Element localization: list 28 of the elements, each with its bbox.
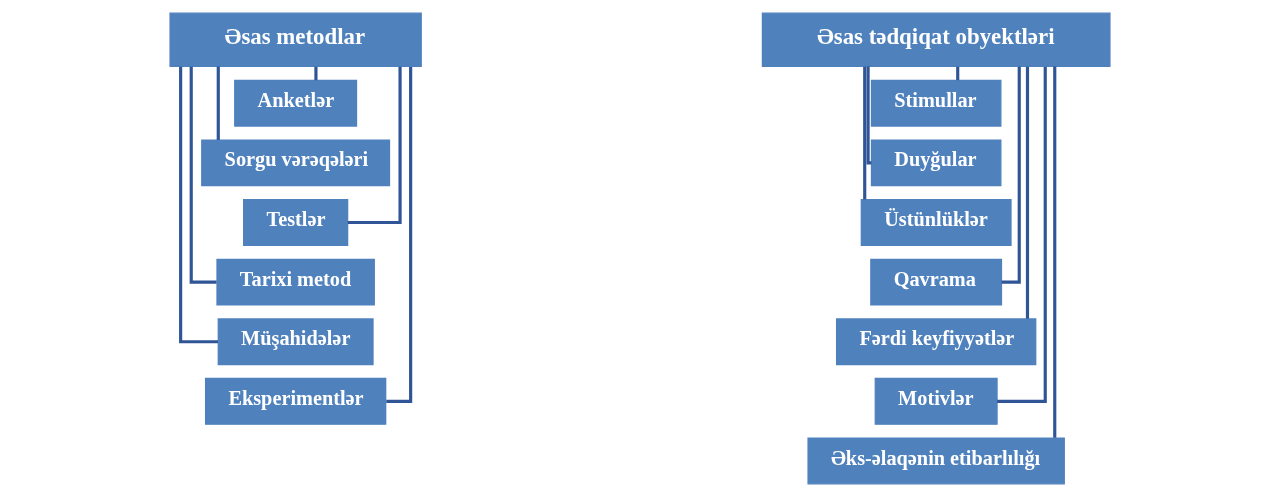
connector [1053,66,1057,438]
connector [386,67,413,403]
node-box: Üstünlüklər [860,199,1012,246]
node-box: Tarixi metod [216,258,375,306]
node-box: Motivlər [874,377,998,425]
node-box: Duyğular [870,139,1002,187]
connector [347,66,402,225]
connector [179,66,218,344]
connector [866,66,872,165]
connector [1025,66,1030,319]
connector [189,66,217,284]
node-box: Eksperimentlər [204,377,387,425]
node-box: Fərdi keyfiyyətlər [835,318,1037,366]
connector [314,66,318,81]
node-box: Sorgu vərəqələri [201,139,391,187]
connector [863,66,867,200]
connector [216,66,220,140]
node-box: Əsas tədqiqat obyektləri [761,12,1111,68]
node-box: Anketlər [234,79,358,127]
node-box: Əks-əlaqənin etibarlılığı [807,437,1065,485]
connector [1001,66,1021,284]
connector [956,66,960,81]
node-box: Qavrama [870,258,1003,306]
connector [997,67,1047,403]
node-box: Əsas metodlar [169,12,422,68]
node-box: Müşahidələr [217,318,374,366]
node-box: Stimullar [870,79,1002,127]
node-box: Testlər [243,199,349,246]
